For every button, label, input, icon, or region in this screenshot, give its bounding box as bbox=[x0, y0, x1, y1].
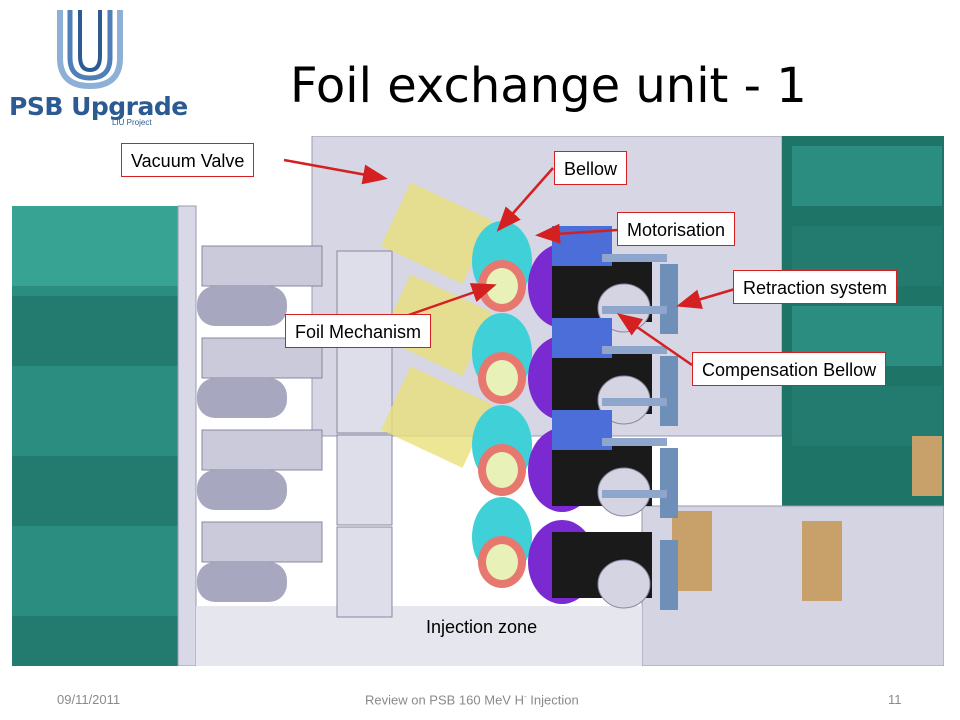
psb-upgrade-logo bbox=[8, 6, 178, 126]
callout-compensation-bellow: Compensation Bellow bbox=[692, 352, 887, 386]
teal-magnet-stack-left bbox=[12, 205, 197, 666]
callout-vacuum-valve: Vacuum Valve bbox=[121, 143, 255, 177]
footer-title-sup: - bbox=[523, 692, 527, 701]
footer-date: 09/11/2011 bbox=[57, 692, 121, 707]
logo-subtext: LIU Project bbox=[112, 118, 152, 127]
slide-title: Foil exchange unit - 1 bbox=[290, 58, 807, 114]
callout-retraction-system: Retraction system bbox=[733, 270, 898, 304]
u-logo-icon bbox=[57, 10, 123, 90]
footer-title: Review on PSB 160 MeV H- Injection bbox=[365, 692, 579, 707]
cad-rendering bbox=[12, 136, 944, 666]
logo-text: PSB Upgrade bbox=[9, 92, 188, 121]
foil-units bbox=[197, 182, 678, 618]
injection-zone-label: Injection zone bbox=[426, 617, 538, 637]
footer-title-prefix: Review on PSB 160 MeV H bbox=[365, 692, 524, 708]
callout-foil-mechanism: Foil Mechanism bbox=[285, 314, 432, 348]
footer-page-number: 11 bbox=[888, 692, 902, 707]
callout-motorisation: Motorisation bbox=[617, 212, 736, 246]
footer-title-suffix: Injection bbox=[526, 692, 579, 708]
callout-bellow: Bellow bbox=[554, 151, 628, 185]
